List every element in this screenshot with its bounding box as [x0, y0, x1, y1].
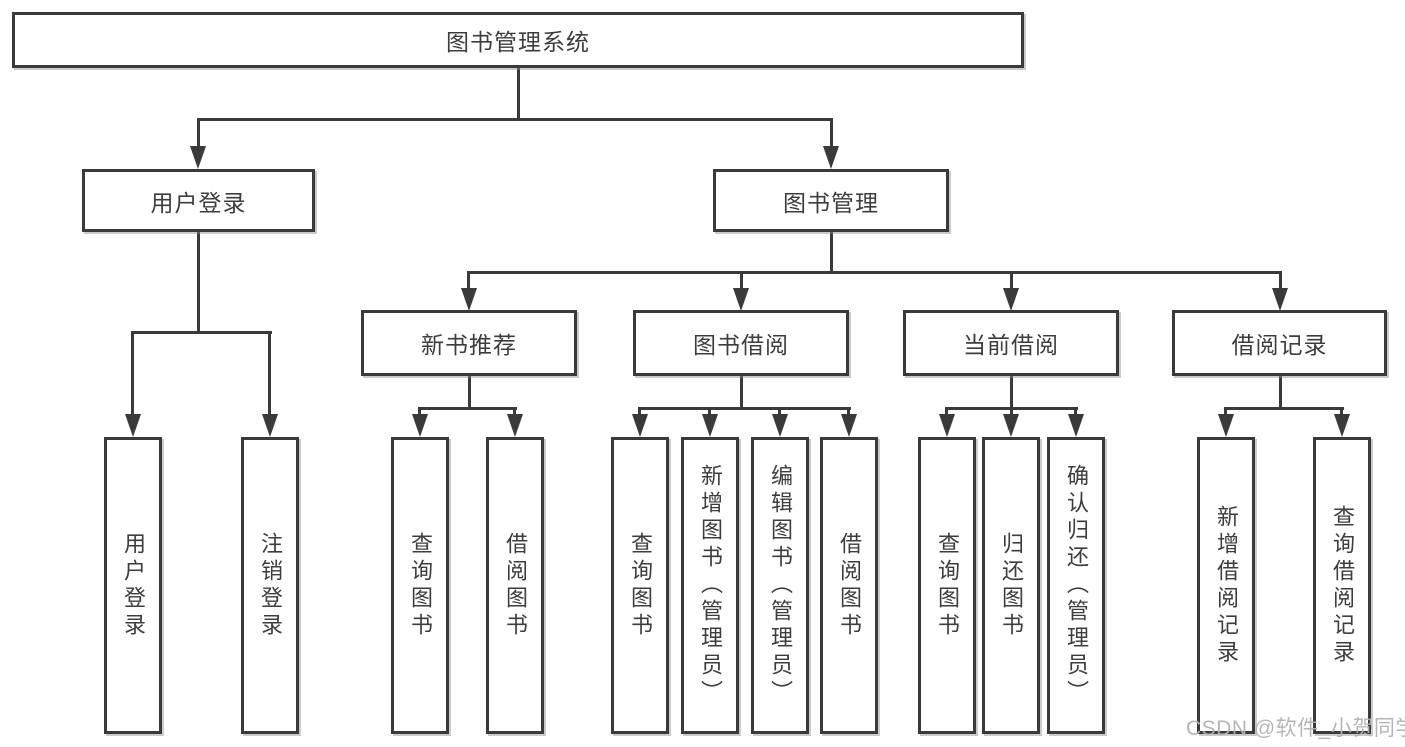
connector-hline [1224, 407, 1344, 410]
arrow-down-icon [262, 414, 278, 437]
node-new-book-recommendation-label: 新书推荐 [421, 332, 517, 358]
leaf-borrow-books-recommendation: 借阅图书 [486, 437, 544, 734]
connector-hline [467, 271, 1282, 274]
connector-vline [418, 407, 421, 417]
leaf-logout: 注销登录 [241, 437, 299, 734]
arrow-down-icon [733, 288, 749, 311]
leaf-query-books-current-label: 查询图书 [935, 531, 960, 640]
node-book-borrowing: 图书借阅 [633, 310, 849, 376]
arrow-down-icon [1003, 414, 1019, 437]
node-user-login-label: 用户登录 [150, 189, 247, 216]
connector-hline [197, 118, 833, 121]
leaf-borrow-books-recommendation-label: 借阅图书 [503, 531, 528, 640]
connector-vline [268, 331, 271, 416]
connector-vline [131, 331, 134, 416]
connector-vline [740, 271, 743, 289]
connector-vline [1074, 407, 1077, 417]
node-book-borrowing-label: 图书借阅 [693, 332, 789, 358]
connector-vline [778, 407, 781, 417]
arrow-down-icon [632, 414, 648, 437]
arrow-down-icon [1334, 414, 1350, 437]
leaf-edit-books-admin: 编辑图书（管理员） [751, 437, 809, 734]
leaf-confirm-return-admin-label: 确认归还（管理员） [1064, 464, 1089, 707]
arrow-down-icon [772, 414, 788, 437]
connector-vline [1279, 374, 1282, 410]
leaf-logout-label: 注销登录 [258, 531, 283, 640]
leaf-query-borrow-record-label: 查询借阅记录 [1330, 504, 1355, 667]
arrow-down-icon [1218, 414, 1234, 437]
connector-hline [638, 407, 851, 410]
arrow-down-icon [461, 288, 477, 311]
leaf-add-books-admin: 新增图书（管理员） [681, 437, 739, 734]
connector-vline [467, 271, 470, 289]
leaf-add-borrow-record: 新增借阅记录 [1197, 437, 1255, 734]
arrow-down-icon [1272, 288, 1288, 311]
connector-vline [1010, 374, 1013, 410]
connector-vline [945, 407, 948, 417]
leaf-user-login: 用户登录 [104, 437, 162, 734]
leaf-user-login-label: 用户登录 [121, 531, 146, 640]
leaf-query-books-current: 查询图书 [918, 437, 976, 734]
leaf-query-books-recommendation-label: 查询图书 [408, 531, 433, 640]
node-current-borrowing: 当前借阅 [903, 310, 1119, 376]
connector-vline [197, 230, 200, 334]
connector-vline [197, 118, 200, 148]
arrow-down-icon [939, 414, 955, 437]
node-current-borrowing-label: 当前借阅 [963, 332, 1059, 358]
connector-vline [830, 230, 833, 274]
leaf-query-books-recommendation: 查询图书 [391, 437, 449, 734]
connector-vline [830, 118, 833, 148]
connector-vline [517, 66, 520, 120]
node-borrowing-records: 借阅记录 [1172, 310, 1387, 376]
arrow-down-icon [507, 414, 523, 437]
csdn-watermark: CSDN @软件_小贺同学 [1186, 717, 1405, 740]
leaf-add-borrow-record-label: 新增借阅记录 [1214, 504, 1239, 667]
arrow-down-icon [125, 414, 141, 437]
node-root: 图书管理系统 [12, 12, 1024, 68]
arrow-down-icon [841, 414, 857, 437]
connector-vline [1224, 407, 1227, 417]
connector-vline [740, 374, 743, 410]
node-root-label: 图书管理系统 [446, 29, 590, 55]
leaf-return-books: 归还图书 [982, 437, 1040, 734]
leaf-edit-books-admin-label: 编辑图书（管理员） [768, 464, 793, 707]
leaf-query-borrow-record: 查询借阅记录 [1313, 437, 1371, 734]
leaf-add-books-admin-label: 新增图书（管理员） [698, 464, 723, 707]
leaf-borrow-books-borrowing-label: 借阅图书 [837, 531, 862, 640]
connector-vline [1340, 407, 1343, 417]
connector-hline [418, 407, 517, 410]
arrow-down-icon [412, 414, 428, 437]
node-book-management-label: 图书管理 [783, 189, 879, 216]
node-book-management: 图书管理 [713, 169, 949, 232]
leaf-return-books-label: 归还图书 [999, 531, 1024, 640]
connector-vline [1010, 407, 1013, 417]
leaf-query-books-borrowing: 查询图书 [611, 437, 669, 734]
leaf-borrow-books-borrowing: 借阅图书 [820, 437, 878, 734]
connector-vline [513, 407, 516, 417]
connector-vline [1279, 271, 1282, 289]
connector-vline [708, 407, 711, 417]
node-new-book-recommendation: 新书推荐 [361, 310, 577, 376]
arrow-down-icon [190, 146, 206, 169]
leaf-query-books-borrowing-label: 查询图书 [628, 531, 653, 640]
node-user-login: 用户登录 [82, 169, 315, 232]
connector-hline [131, 331, 272, 334]
arrow-down-icon [702, 414, 718, 437]
connector-vline [638, 407, 641, 417]
arrow-down-icon [1068, 414, 1084, 437]
arrow-down-icon [823, 146, 839, 169]
node-borrowing-records-label: 借阅记录 [1231, 332, 1328, 358]
leaf-confirm-return-admin: 确认归还（管理员） [1047, 437, 1105, 734]
connector-vline [468, 374, 471, 410]
connector-vline [1010, 271, 1013, 289]
arrow-down-icon [1003, 288, 1019, 311]
connector-vline [847, 407, 850, 417]
